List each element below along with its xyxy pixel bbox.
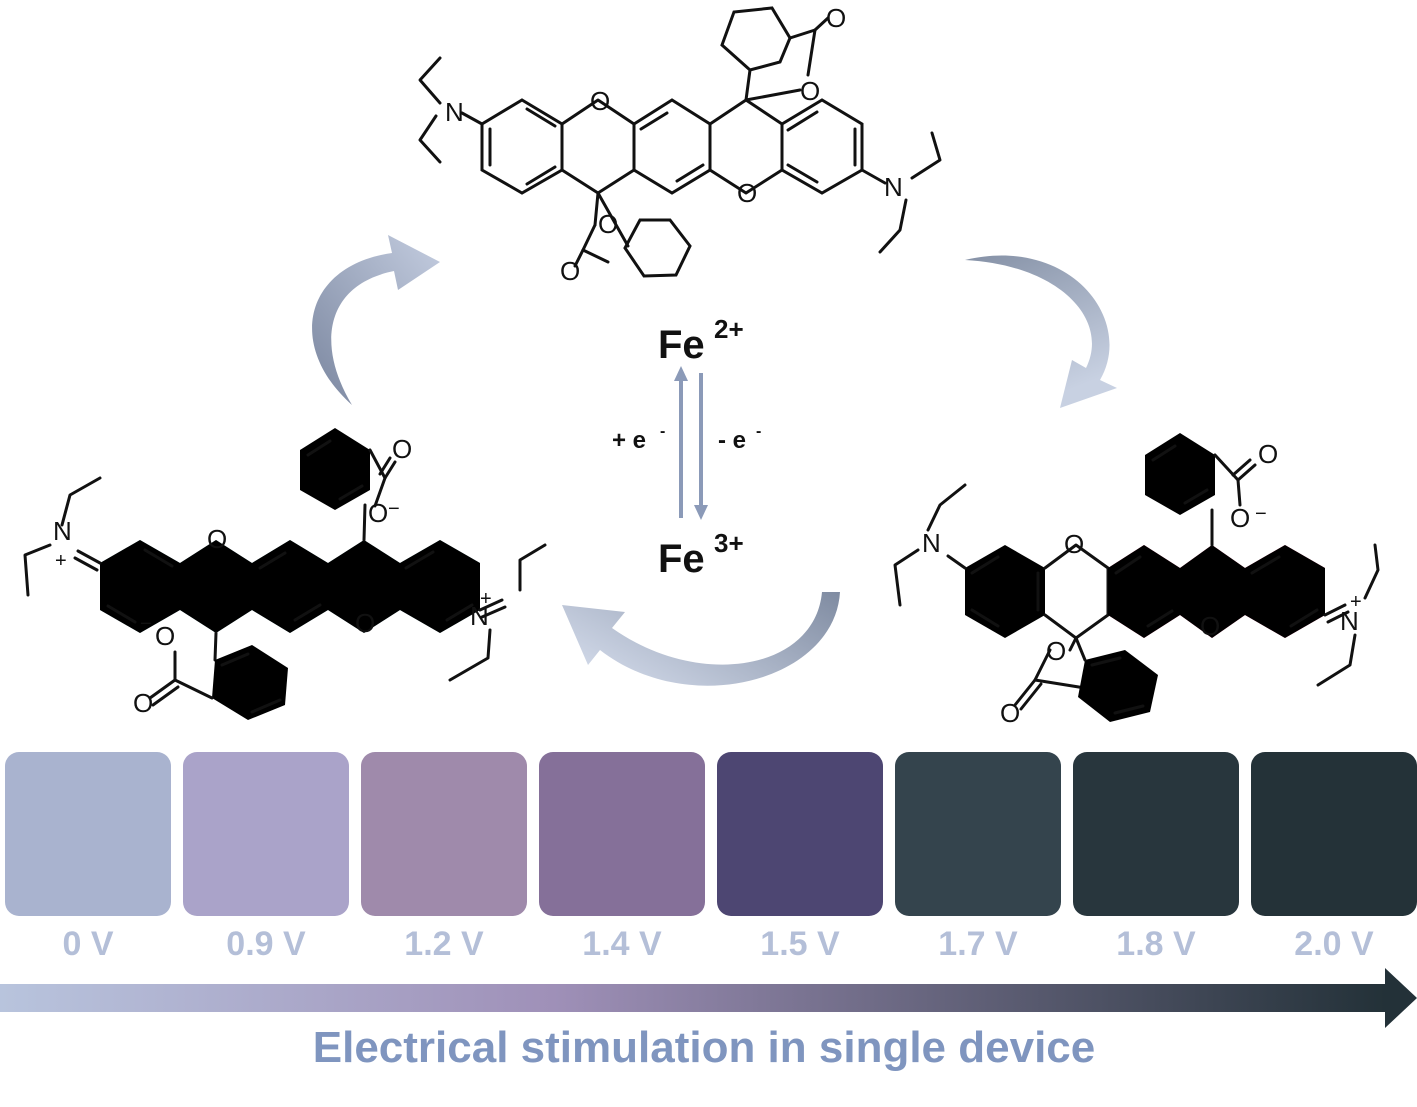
atom-o: O <box>133 688 153 718</box>
atom-n: N <box>53 516 72 546</box>
stimulation-gradient-arrow <box>0 968 1417 1028</box>
atom-o: O <box>207 524 227 554</box>
negative-charge: − <box>140 613 152 635</box>
voltage-label: 2.0 V <box>1294 925 1374 963</box>
atom-o: O <box>355 608 375 638</box>
atom-n: N <box>470 601 489 631</box>
voltage-swatch <box>183 752 349 916</box>
lose-electron-label: - e <box>718 427 746 454</box>
cycle-arrow-right-icon <box>965 255 1117 408</box>
atom-o: O <box>1064 529 1084 559</box>
atom-o: O <box>1046 636 1066 666</box>
voltage-swatch <box>5 752 171 916</box>
fe3-charge: 3+ <box>714 528 744 558</box>
molecule-half-opened-form: N N + O O O O − O O <box>893 433 1380 728</box>
atom-o: O <box>826 3 846 33</box>
voltage-swatch-row: 0 V 0.9 V 1.2 V 1.4 V 1.5 V 1.7 V 1.8 V 2.0 V <box>5 752 1417 963</box>
atom-o: O <box>1200 611 1220 641</box>
negative-charge: − <box>388 498 400 520</box>
atom-o: O <box>155 621 175 651</box>
cycle-arrow-left-icon <box>312 235 440 405</box>
atom-n: N <box>1340 606 1359 636</box>
molecule-opened-atoms: N + N + O O O O − O − O <box>53 434 492 718</box>
atom-n: N <box>922 528 941 558</box>
redox-couple: Fe 2+ Fe 3+ + e - - e - <box>612 314 761 581</box>
figure-caption: Electrical stimulation in single device <box>313 1023 1095 1072</box>
atom-n: N <box>884 172 903 202</box>
voltage-swatch <box>895 752 1061 916</box>
reduction-arrowhead-icon <box>674 366 688 381</box>
atom-o: O <box>737 178 757 208</box>
positive-charge: + <box>55 550 67 572</box>
gradient-arrow-head-icon <box>1385 968 1417 1028</box>
voltage-label: 0 V <box>62 925 113 963</box>
atom-o: O <box>368 498 388 528</box>
fe3-ion-label: Fe <box>658 537 705 581</box>
atom-o: O <box>800 76 820 106</box>
voltage-label: 1.4 V <box>582 925 662 963</box>
voltage-label: 1.8 V <box>1116 925 1196 963</box>
positive-charge: + <box>1350 591 1362 613</box>
voltage-label: 0.9 V <box>226 925 306 963</box>
voltage-label: 1.2 V <box>404 925 484 963</box>
cycle-arrow-bottom-icon <box>562 592 840 686</box>
fe2-ion-label: Fe <box>658 323 705 367</box>
atom-o: O <box>598 209 618 239</box>
positive-charge: + <box>480 588 492 610</box>
fe2-charge: 2+ <box>714 314 744 344</box>
molecule-half-opened-atoms: N N + O O O O − O O <box>922 439 1362 728</box>
atom-o: O <box>1230 503 1250 533</box>
oxidation-arrowhead-icon <box>694 505 708 520</box>
gain-electron-label: + e <box>612 427 646 454</box>
voltage-swatch <box>717 752 883 916</box>
gain-electron-sup: - <box>660 423 665 440</box>
voltage-swatch <box>361 752 527 916</box>
atom-o: O <box>1258 439 1278 469</box>
voltage-label: 1.7 V <box>938 925 1018 963</box>
atom-o: O <box>560 256 580 286</box>
molecule-closed-atoms: N N O O O O O O <box>445 3 903 286</box>
atom-n: N <box>445 97 464 127</box>
atom-o: O <box>590 86 610 116</box>
atom-o: O <box>392 434 412 464</box>
voltage-swatch <box>1073 752 1239 916</box>
lose-electron-sup: - <box>756 423 761 440</box>
negative-charge: − <box>1255 503 1267 525</box>
voltage-label: 1.5 V <box>760 925 840 963</box>
atom-o: O <box>1000 698 1020 728</box>
gradient-arrow-shaft <box>0 984 1385 1012</box>
molecule-opened-form: N + N + O O O O − O − O <box>23 428 547 720</box>
molecule-closed-form <box>418 6 942 278</box>
voltage-swatch <box>539 752 705 916</box>
voltage-swatch <box>1251 752 1417 916</box>
